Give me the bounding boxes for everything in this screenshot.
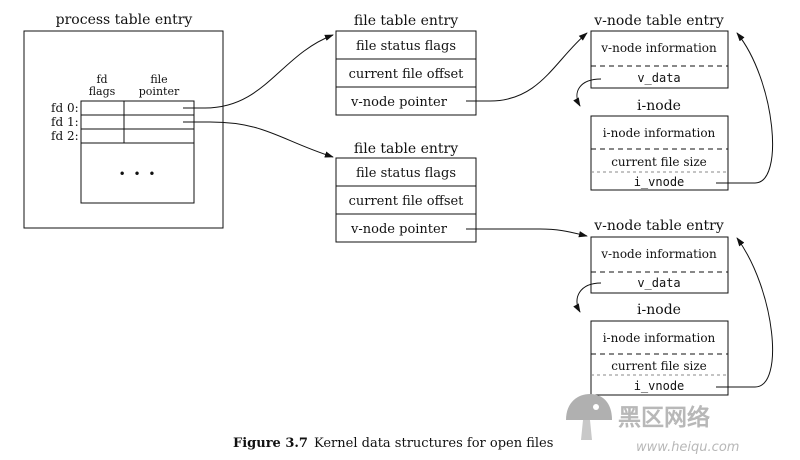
ellipsis: • • •: [119, 167, 158, 181]
arrow-file-table-2-to-vnode-2: [466, 228, 588, 238]
file-pointer-header-2: pointer: [139, 85, 180, 98]
vnode-pointer-1: v-node pointer: [350, 95, 448, 110]
i-vnode-2: i_vnode: [634, 379, 685, 393]
fd2-label: fd 2:: [51, 129, 79, 143]
inode-title-1: i-node: [637, 98, 681, 114]
file-status-flags-1: file status flags: [356, 39, 456, 54]
v-data-2: v_data: [637, 276, 680, 290]
process-table-entry: process table entry fd flags file pointe…: [23, 12, 224, 229]
file-status-flags-2: file status flags: [356, 166, 456, 181]
arrow-ivnode-1-to-vnode-1: [716, 32, 773, 184]
file-table-entry-1: file table entry file status flags curre…: [335, 13, 477, 116]
figure-caption: Figure 3.7 Kernel data structures for op…: [233, 436, 553, 451]
v-data-1: v_data: [637, 71, 680, 85]
current-file-size-1: current file size: [611, 155, 707, 169]
current-file-size-2: current file size: [611, 359, 707, 373]
current-file-offset-1: current file offset: [349, 67, 465, 82]
process-table-title: process table entry: [56, 12, 193, 28]
caption-text: Kernel data structures for open files: [314, 436, 553, 451]
i-vnode-1: i_vnode: [634, 175, 685, 189]
vnode-pointer-2: v-node pointer: [350, 222, 448, 237]
fd0-label: fd 0:: [51, 101, 79, 115]
watermark-url: www.heiqu.com: [636, 440, 739, 455]
file-table-title-1: file table entry: [354, 13, 458, 29]
arrow-vdata-1-to-inode-1: [573, 78, 602, 107]
arrow-ivnode-2-to-vnode-2: [716, 237, 773, 388]
vnode-entry-2: v-node table entry v-node information v_…: [590, 218, 729, 294]
arrow-fd0-to-file-table-1: [183, 34, 334, 109]
vnode-entry-1: v-node table entry v-node information v_…: [590, 13, 729, 89]
vnode-title-1: v-node table entry: [593, 13, 724, 29]
mushroom-logo-icon: [566, 394, 612, 440]
arrow-fd1-to-file-table-2: [183, 121, 334, 158]
inode-title-2: i-node: [637, 302, 681, 318]
fd-flags-header-2: flags: [89, 85, 116, 98]
file-pointer-header-1: file: [150, 73, 167, 86]
pointer-arrows: [183, 32, 773, 388]
vnode-info-1: v-node information: [600, 41, 717, 55]
fd1-label: fd 1:: [51, 115, 79, 129]
watermark-chars: 黑区网络: [618, 404, 710, 431]
inode-entry-1: i-node i-node information current file s…: [590, 98, 729, 191]
fd-table: [80, 100, 195, 204]
file-table-title-2: file table entry: [354, 141, 458, 157]
file-table-entry-2: file table entry file status flags curre…: [335, 141, 477, 243]
caption-label: Figure 3.7: [233, 436, 308, 451]
vnode-info-2: v-node information: [600, 247, 717, 261]
arrow-vdata-2-to-inode-2: [573, 282, 602, 313]
vnode-title-2: v-node table entry: [593, 218, 724, 234]
current-file-offset-2: current file offset: [349, 194, 465, 209]
watermark: 黑区网络 www.heiqu.com: [566, 394, 739, 455]
inode-info-2: i-node information: [603, 331, 716, 345]
inode-entry-2: i-node i-node information current file s…: [590, 302, 729, 396]
fd-flags-header-1: fd: [96, 73, 107, 86]
arrow-file-table-1-to-vnode-1: [466, 32, 588, 102]
inode-info-1: i-node information: [603, 126, 716, 140]
